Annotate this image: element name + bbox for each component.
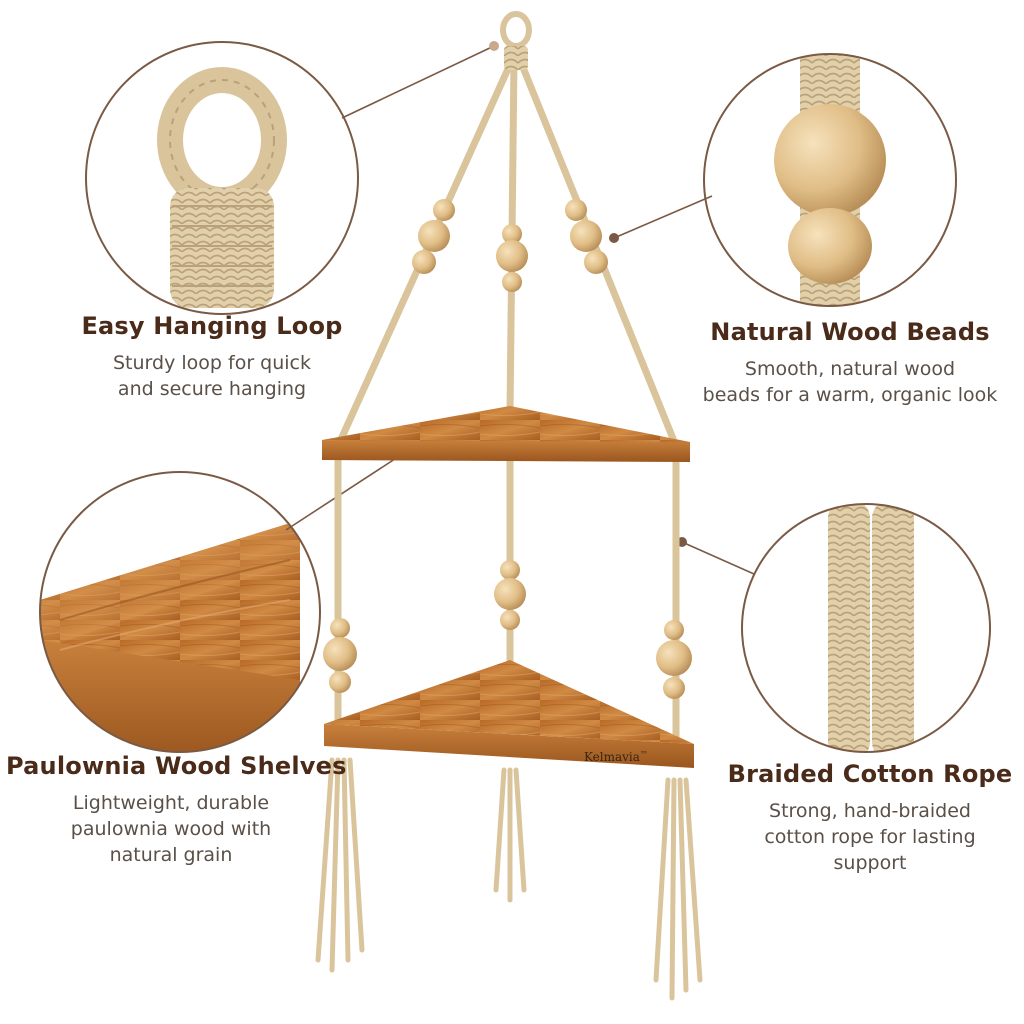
wood-beads xyxy=(323,199,692,699)
feature-title: Braided Cotton Rope xyxy=(727,760,1013,788)
feature-description: Smooth, natural wood beads for a warm, o… xyxy=(702,358,998,406)
brand-logo: Kelmavia™ xyxy=(584,750,648,764)
feature-title: Natural Wood Beads xyxy=(710,318,990,346)
beads-detail-circle xyxy=(703,53,957,307)
feature-cotton-rope: Braided Cotton Rope Strong, hand-braided… xyxy=(720,760,1020,876)
loop-detail-circle xyxy=(85,41,359,315)
feature-title: Paulownia Wood Shelves xyxy=(6,752,347,780)
upper-shelf xyxy=(322,406,690,462)
feature-wood-shelves: Paulownia Wood Shelves Lightweight, dura… xyxy=(6,752,347,868)
shelf-detail-circle xyxy=(39,471,321,753)
lower-shelf xyxy=(324,660,694,768)
feature-description: Lightweight, durable paulownia wood with… xyxy=(70,792,272,866)
rope-detail-circle xyxy=(741,503,991,753)
loop-wrap xyxy=(504,46,528,70)
feature-description: Sturdy loop for quick and secure hanging xyxy=(113,352,311,400)
rope-tassels xyxy=(315,757,703,1001)
feature-description: Strong, hand-braided cotton rope for las… xyxy=(764,800,976,874)
callout-lines xyxy=(285,41,755,575)
feature-wood-beads: Natural Wood Beads Smooth, natural wood … xyxy=(680,318,1020,408)
feature-title: Easy Hanging Loop xyxy=(81,312,343,340)
hanging-ropes xyxy=(334,11,680,754)
feature-hanging-loop: Easy Hanging Loop Sturdy loop for quick … xyxy=(62,312,362,402)
